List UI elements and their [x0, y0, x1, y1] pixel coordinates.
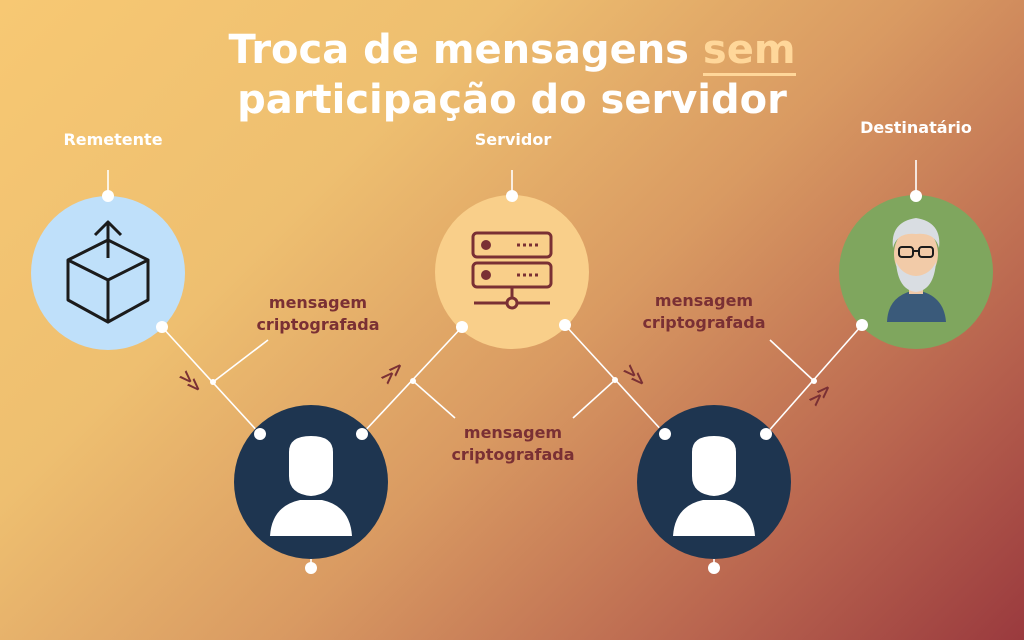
- title-highlight: sem: [702, 27, 796, 76]
- edge-label-top-left: mensagem criptografada: [256, 293, 380, 334]
- diagram-title-line2: participação do servidor: [237, 77, 787, 123]
- edge-label-middle: mensagem criptografada: [451, 423, 575, 464]
- box-upload-icon: [66, 220, 150, 324]
- server-rack-icon: [471, 231, 553, 310]
- role-label-recipient: Destinatário: [860, 118, 972, 137]
- role-label-sender: Remetente: [63, 130, 163, 149]
- edge-label-top-right: mensagem criptografada: [642, 291, 766, 332]
- node-sender: [31, 196, 185, 350]
- user-silhouette-icon: [270, 436, 352, 536]
- user-silhouette-icon: [673, 436, 755, 536]
- elderly-man-avatar-icon: [887, 218, 946, 322]
- junction-dots: [102, 190, 922, 574]
- role-label-server: Servidor: [474, 130, 552, 149]
- connector-label-mid-right: [572, 379, 616, 419]
- connector-label-tr: [769, 339, 815, 382]
- diagram-title-line1: Troca de mensagens sem: [0, 26, 1024, 76]
- connector-label-tl: [212, 339, 269, 383]
- connector-label-mid-left: [412, 380, 456, 419]
